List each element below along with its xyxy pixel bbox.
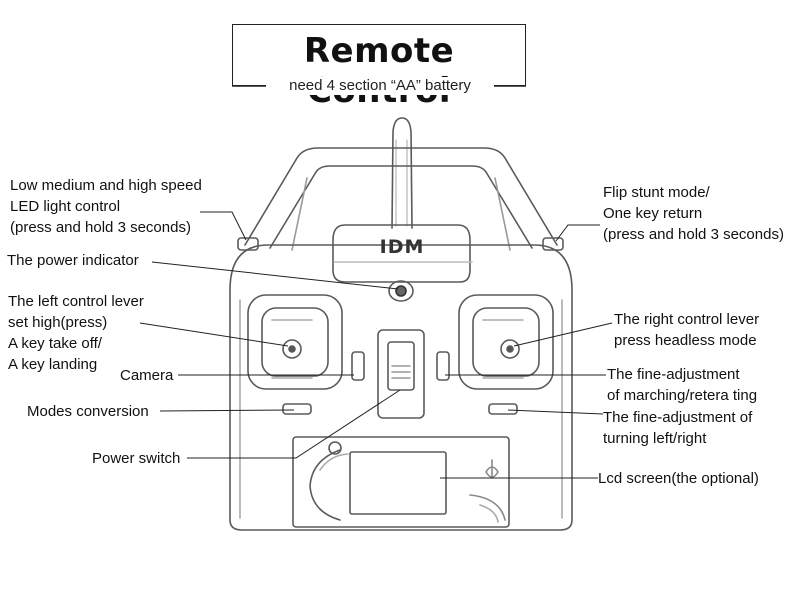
right-gimbal-frame [458,294,554,390]
leader-fine-turn [507,409,604,415]
antenna [391,117,413,229]
leader-left-lever [139,322,289,347]
subtitle: need 4 section “AA” battery [266,77,494,95]
page-title: Remote Control [303,31,455,111]
modes-conversion-trim [282,403,312,415]
label-right-lever: The right control lever press headless m… [614,311,760,349]
lcd-screen [349,451,447,515]
left-control-lever [282,339,302,359]
fine-adjust-turn-trim [488,403,518,415]
power-switch-housing [377,329,425,419]
left-gimbal-frame [247,294,343,390]
brand-logo: IDM [380,236,425,258]
carry-handle [244,147,558,246]
subtitle-row: need 4 section “AA” battery [232,76,526,96]
label-power-indicator: The power indicator [7,252,139,269]
leader-right-lever [513,322,613,347]
camera-button [351,351,365,381]
label-fine-adjust-turn: The fine-adjustment of turning left/righ… [603,409,753,447]
logo-plate [332,224,471,283]
flip-stunt-button [542,237,564,251]
fine-adjust-march-trim [436,351,450,381]
label-lcd-screen: Lcd screen(the optional) [598,470,759,487]
leader-flip [555,224,600,242]
leader-power-indicator [151,261,399,290]
power-switch [387,341,415,391]
leader-modes [159,409,295,412]
label-fine-adjust-march: The fine-adjustment of marching/retera t… [607,366,758,404]
leader-power-switch [187,389,401,459]
label-power-switch: Power switch [92,450,181,467]
controller-body [229,244,573,531]
label-camera: Camera [120,367,174,384]
lower-panel [292,436,510,528]
label-speed-led: Low medium and high speed LED light cont… [10,177,202,236]
phone-clamp [309,449,341,521]
power-indicator-led [388,280,414,302]
label-flip-stunt: Flip stunt mode/ One key return (press a… [603,184,784,243]
title-box: Remote Control [232,24,526,111]
label-left-lever: The left control lever set high(press) A… [8,293,144,373]
leader-speed-led [200,211,247,241]
right-control-lever [500,339,520,359]
label-modes-conversion: Modes conversion [27,403,149,420]
